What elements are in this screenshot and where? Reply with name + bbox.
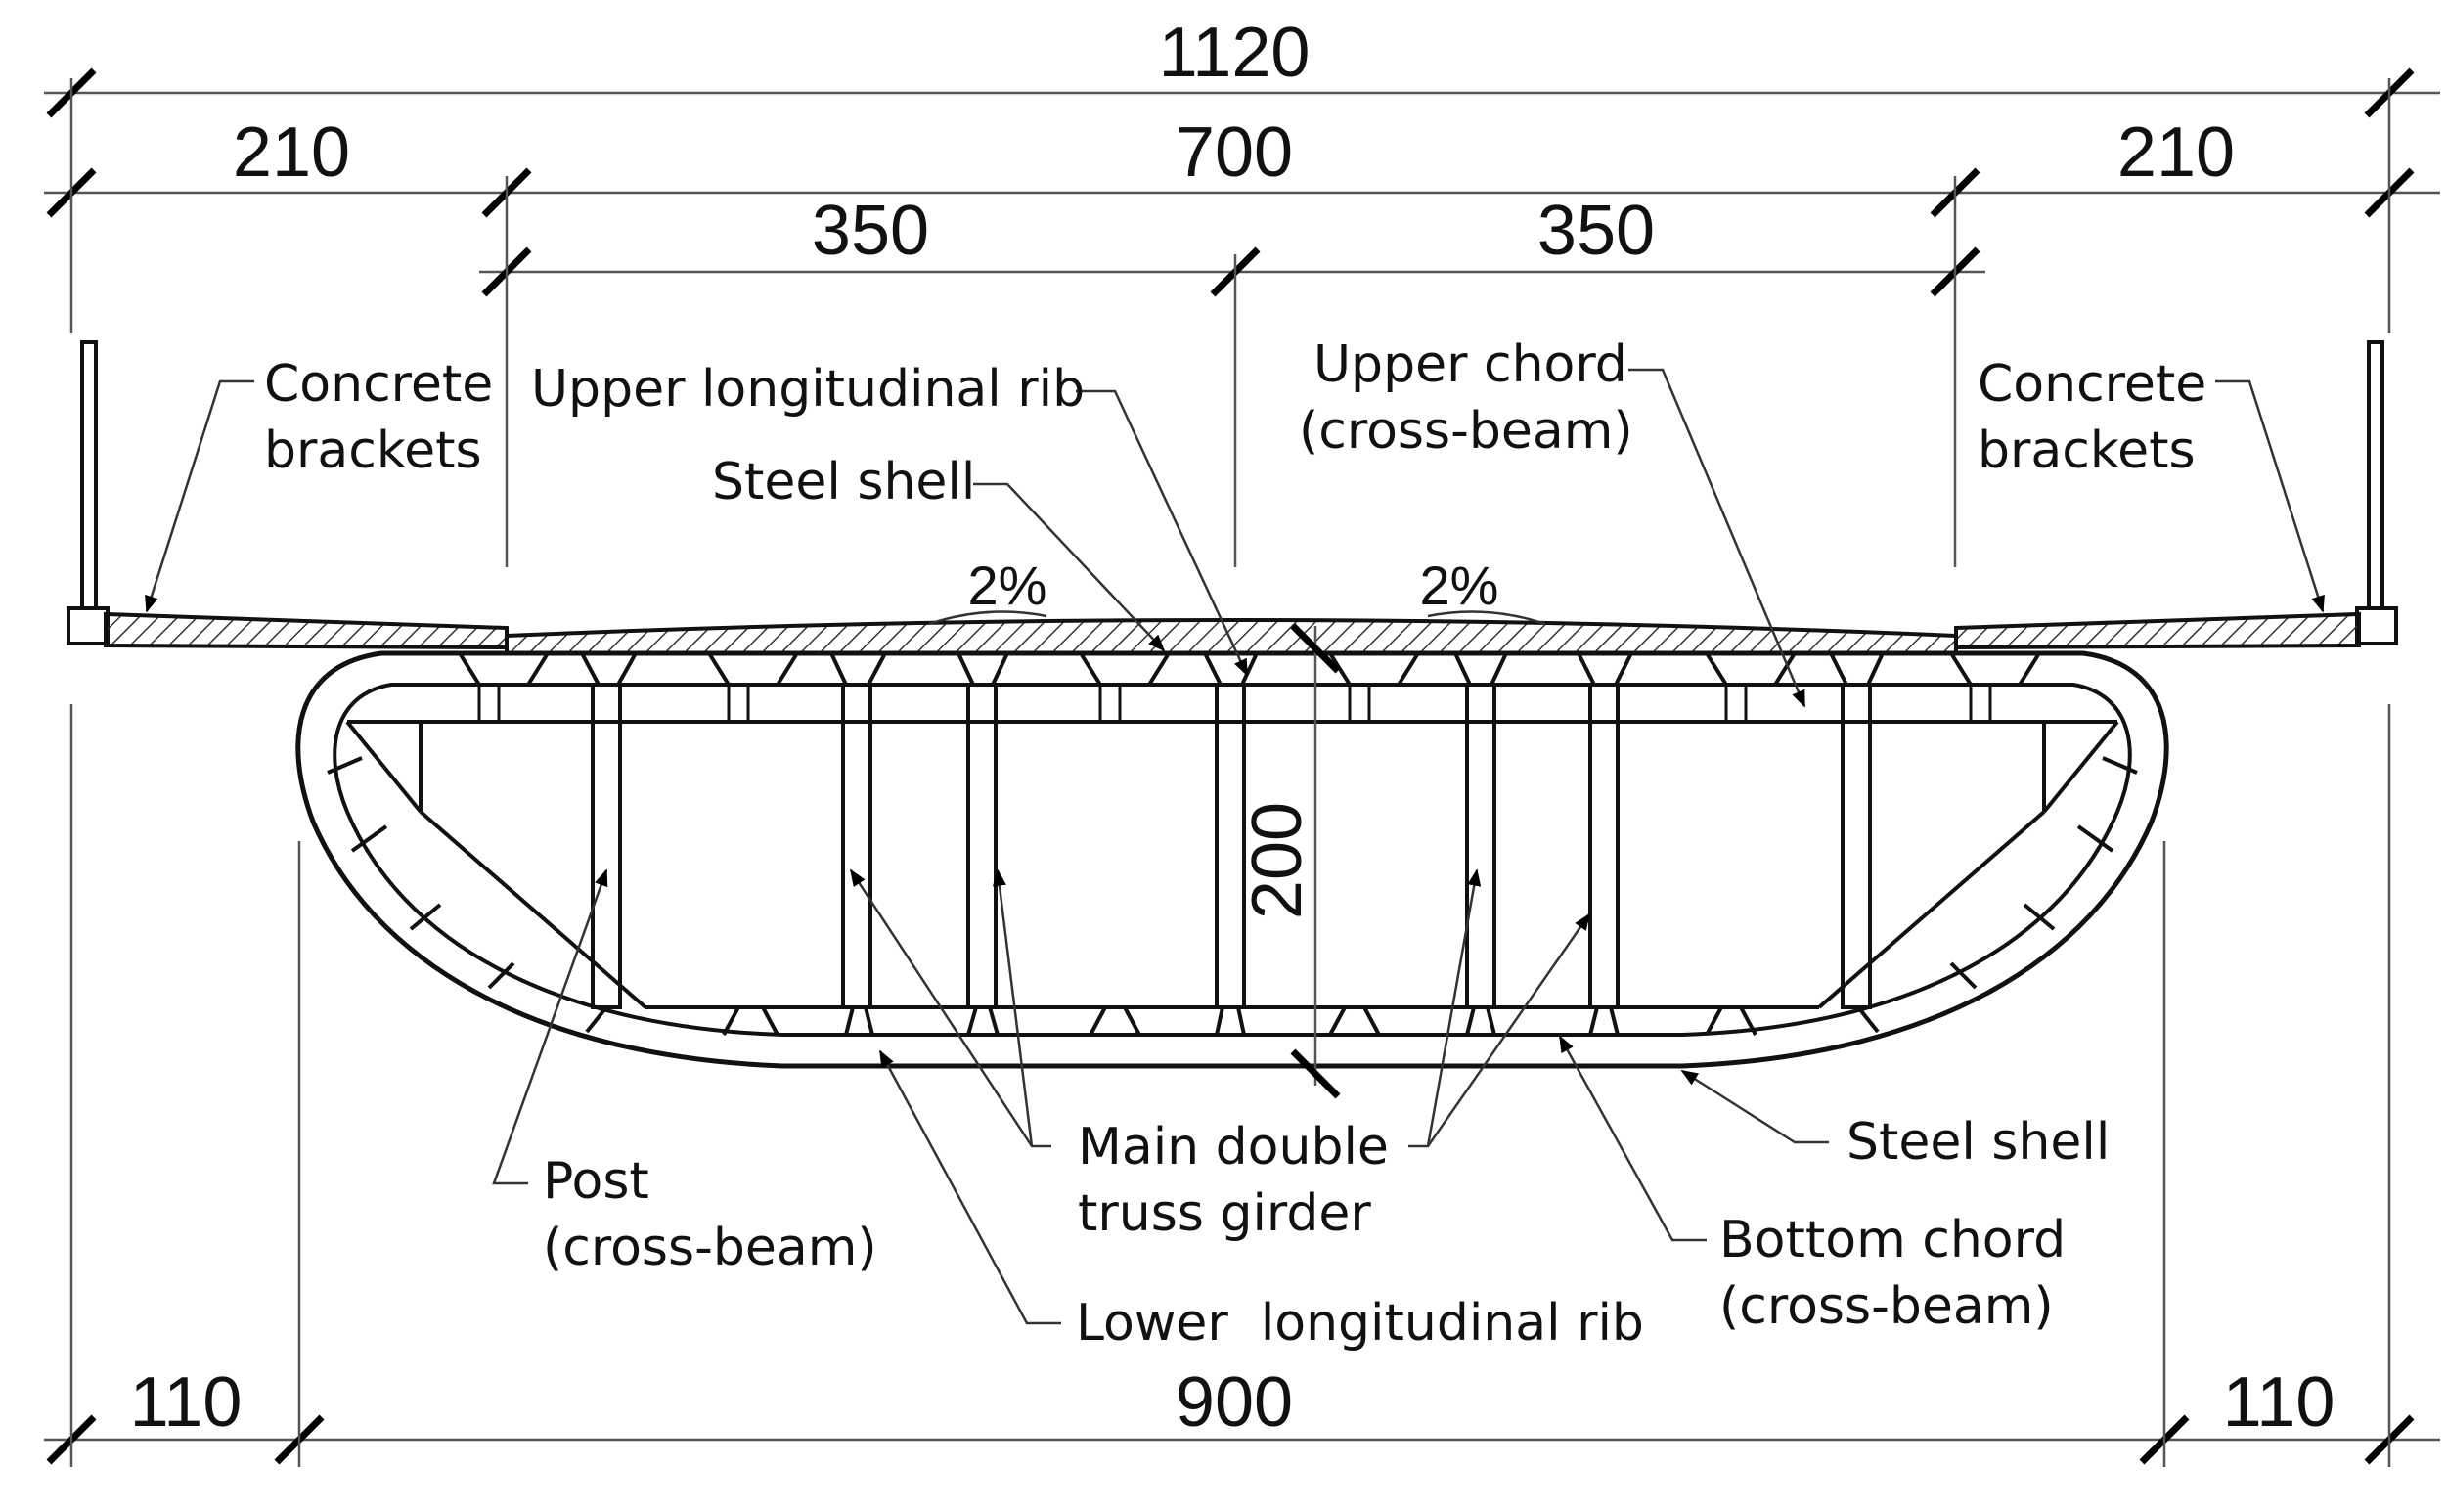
label-concrete-brackets-right-1: Concrete [1978, 355, 2206, 414]
dim-bottom-right: 110 [2223, 1363, 2336, 1442]
steel-shell-outline [295, 650, 2169, 1069]
label-post-2: (cross-beam) [543, 1219, 877, 1277]
right-railing [2355, 340, 2398, 645]
dim-bottom-left: 110 [130, 1363, 243, 1442]
dim-bottom-center: 900 [1176, 1363, 1293, 1442]
right-concrete-bracket [1954, 611, 2361, 650]
top-dimension-lines [44, 67, 2440, 567]
left-concrete-bracket [104, 611, 509, 650]
truss-posts [591, 683, 1872, 1009]
slope-right: 2% [1420, 555, 1499, 616]
bottom-dimension-lines [44, 704, 2440, 1467]
dim-left-cantilever: 210 [233, 113, 350, 192]
label-bottom-chord-2: (cross-beam) [1719, 1277, 2054, 1336]
leader-lines [145, 368, 2325, 1325]
label-lower-longitudinal-rib: Lower longitudinal rib [1076, 1294, 1644, 1353]
label-concrete-brackets-left-2: brackets [264, 422, 482, 480]
label-concrete-brackets-right-2: brackets [1978, 422, 2196, 480]
label-main-double-truss-1: Main double [1078, 1118, 1389, 1177]
label-upper-chord-2: (cross-beam) [1299, 402, 1633, 461]
shell-curve-ribs [327, 756, 2138, 1034]
dim-deck-core: 700 [1176, 113, 1293, 192]
deck-slab [505, 618, 1958, 655]
side-struts [345, 720, 2119, 1009]
label-main-double-truss-2: truss girder [1078, 1184, 1371, 1243]
dim-half-right: 350 [1537, 192, 1655, 270]
label-upper-longitudinal-rib: Upper longitudinal rib [531, 360, 1085, 419]
dim-half-left: 350 [812, 192, 929, 270]
upper-longitudinal-ribs [458, 651, 2041, 687]
lower-longitudinal-ribs [722, 1005, 1757, 1036]
left-railing [67, 340, 110, 645]
dim-right-cantilever: 210 [2117, 113, 2235, 192]
depth-dimension [1290, 623, 1341, 1099]
label-upper-chord-1: Upper chord [1313, 335, 1627, 394]
label-bottom-chord-1: Bottom chord [1719, 1211, 2066, 1269]
upper-rib-stubs [477, 683, 1992, 724]
label-post-1: Post [543, 1152, 649, 1211]
dim-depth: 200 [1238, 802, 1316, 919]
slope-arrows [928, 610, 1546, 626]
dim-total-width: 1120 [1159, 14, 1311, 92]
slope-left: 2% [968, 555, 1047, 616]
label-steel-shell-top: Steel shell [712, 453, 975, 511]
label-concrete-brackets-left-1: Concrete [264, 355, 493, 414]
label-steel-shell-bottom: Steel shell [1846, 1113, 2110, 1172]
